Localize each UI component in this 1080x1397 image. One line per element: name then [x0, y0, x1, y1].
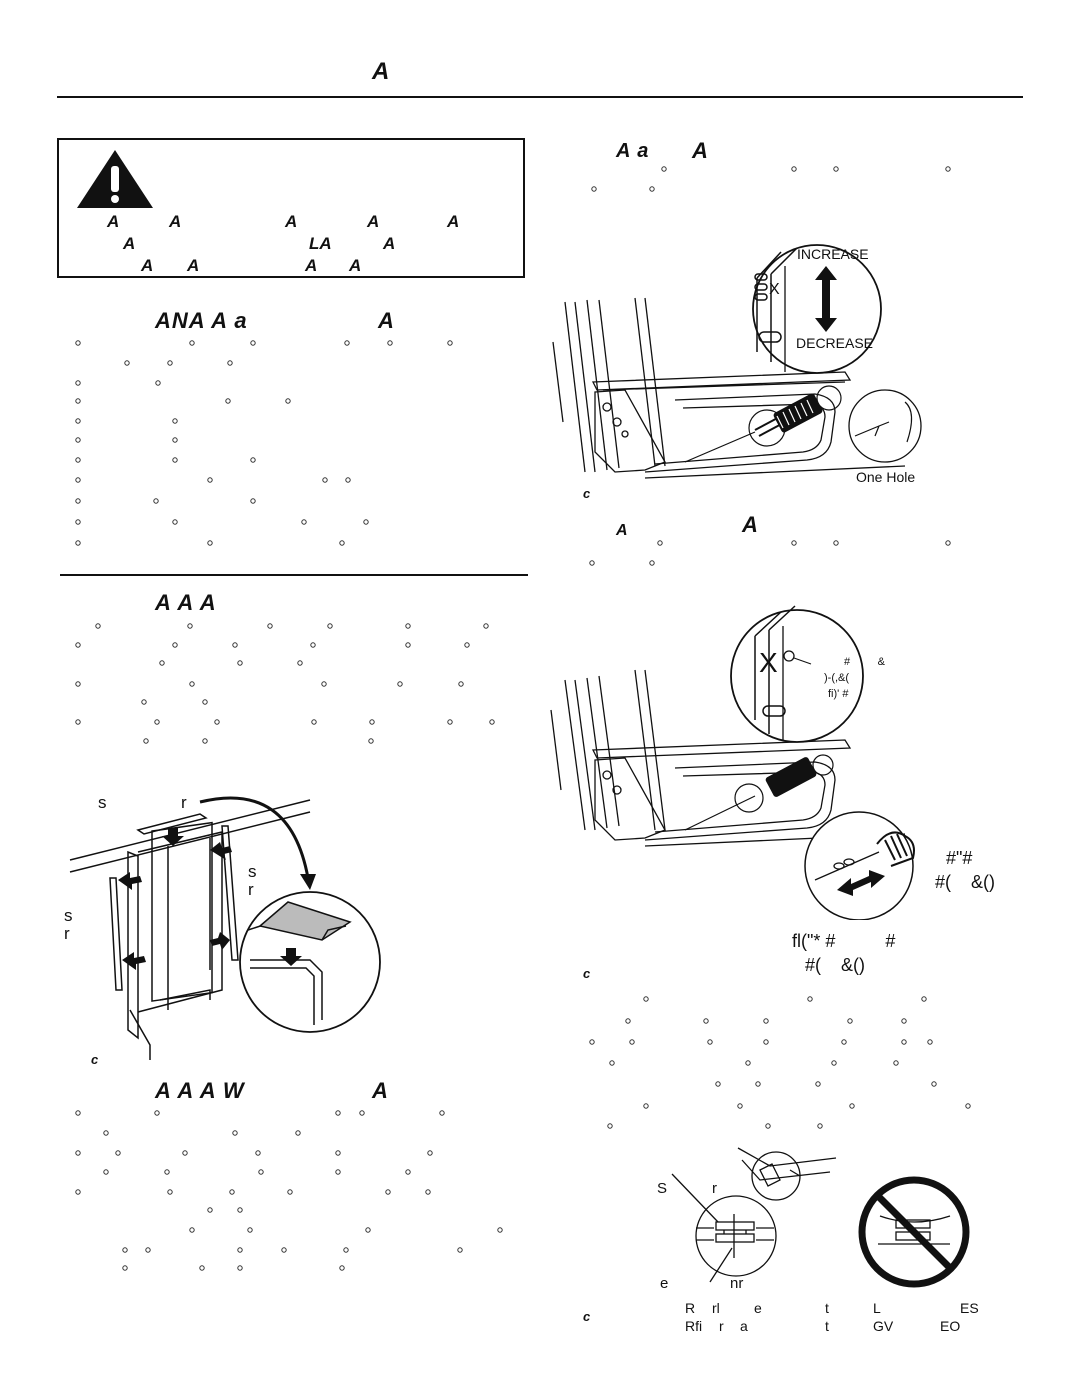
fig3-side-label-1: #"# — [946, 848, 973, 868]
fig1-label-right-s: s — [248, 862, 257, 881]
fig4-label-s: S — [657, 1180, 668, 1197]
section-divider — [60, 574, 528, 576]
warning-word: A — [187, 256, 200, 275]
caption-word: ES — [960, 1300, 979, 1316]
warning-word: A — [383, 234, 396, 253]
caption-word: R — [685, 1300, 696, 1316]
section-5-title-end: A — [742, 512, 759, 537]
section-4-title: A a — [616, 140, 650, 162]
warning-word: A — [367, 212, 380, 231]
fig3-side-label-2: #( &() — [935, 872, 996, 892]
section-3-title-end: A — [372, 1078, 389, 1103]
section-1-body-text — [75, 340, 453, 546]
warning-word: A — [107, 212, 120, 231]
fig1-label-left-s: s — [64, 906, 73, 925]
warning-word: A — [349, 256, 362, 275]
caption-word: GV — [873, 1318, 894, 1334]
caption-word: rl — [712, 1300, 720, 1316]
fig3-zoom-label-2: )-(,&( — [824, 672, 850, 684]
svg-text:X: X — [759, 647, 778, 678]
fig3-zoom-label-1: # & — [844, 656, 885, 668]
fig4-label-e: e — [660, 1275, 669, 1292]
header-rule — [57, 96, 1023, 98]
section-4-body-text — [591, 166, 951, 192]
fig2-increase-label: INCREASE — [797, 246, 869, 262]
fig1-label-right-r: r — [248, 880, 254, 899]
svg-text:X: X — [769, 281, 780, 298]
caption-word: a — [740, 1318, 748, 1334]
section-5-body-text — [589, 540, 951, 566]
fig1-label-top-r: r — [181, 793, 187, 812]
page-header-title: A — [372, 58, 390, 85]
warning-word: LA — [309, 234, 332, 253]
figure-3-illustration: X — [550, 605, 915, 920]
section-4-title-end: A — [692, 138, 709, 163]
fig3-caption: c — [583, 966, 591, 981]
warning-word: A — [141, 256, 154, 275]
fig3-bottom-label-1: fl("* # # — [792, 931, 896, 951]
caption-word: Rfi — [685, 1318, 703, 1334]
figure-1-illustration — [69, 796, 381, 1060]
warning-word: A — [305, 256, 318, 275]
section-3-title: A A A W — [155, 1078, 245, 1103]
fig1-label-top-s: s — [98, 793, 107, 812]
caption-word: t — [825, 1318, 829, 1334]
fig3-bottom-label-2: #( &() — [805, 955, 866, 975]
fig1-caption: c — [91, 1052, 99, 1067]
fig4-caption: c — [583, 1309, 591, 1324]
warning-word: A — [285, 212, 298, 231]
figure-2-illustration: X — [552, 244, 922, 479]
section-2-body-text — [75, 623, 495, 744]
section-6-body-text — [589, 996, 971, 1129]
caption-word: t — [825, 1300, 829, 1316]
section-1-title: ANA A a — [155, 308, 248, 333]
section-1-title-end: A — [378, 308, 395, 333]
caption-word: EO — [940, 1318, 961, 1334]
caption-word: r — [719, 1318, 724, 1334]
fig2-caption: c — [583, 486, 591, 501]
fig3-zoom-label-3: fi)' # — [828, 688, 849, 700]
section-5-title: A — [616, 522, 629, 539]
warning-word: A — [447, 212, 460, 231]
warning-word: A — [123, 234, 136, 253]
fig1-label-left-r: r — [64, 924, 70, 943]
warning-box: A A A A A A LA A A A A A — [57, 138, 525, 278]
fig4-label-r: r — [712, 1180, 717, 1197]
section-2-title: A A A — [155, 590, 217, 615]
figure-4-illustration — [671, 1147, 970, 1288]
fig2-decrease-label: DECREASE — [796, 335, 874, 351]
fig2-one-hole-label: One Hole — [856, 469, 916, 485]
warning-word: A — [169, 212, 182, 231]
section-3-body-text — [75, 1110, 503, 1271]
caption-word: L — [873, 1300, 881, 1316]
caption-word: e — [754, 1300, 762, 1316]
warning-triangle-icon — [77, 150, 153, 208]
fig4-label-nr: nr — [730, 1275, 744, 1292]
